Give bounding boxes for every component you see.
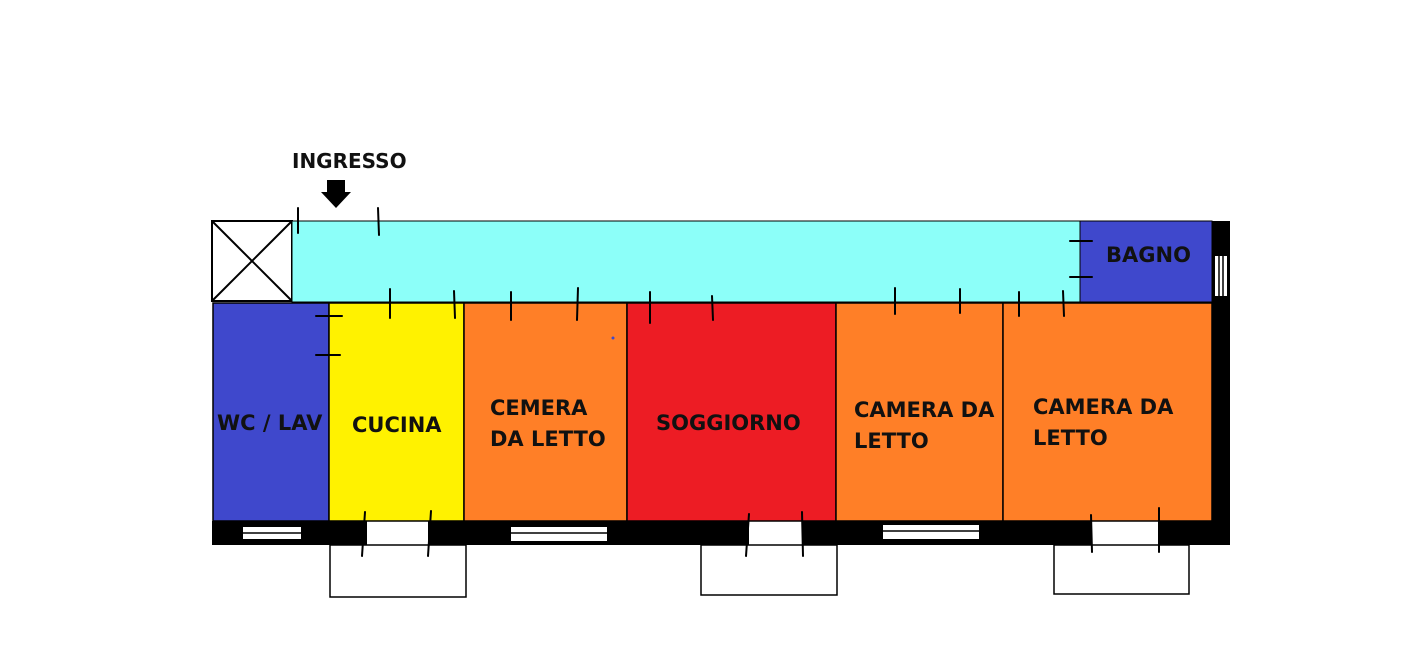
entrance-label: INGRESSO	[292, 149, 407, 173]
camera1-label-line1: CEMERA	[490, 396, 588, 420]
stray-dot	[611, 336, 615, 340]
x-box-icon	[211, 220, 293, 302]
cucina-room	[328, 302, 465, 522]
balcony-soggiorno	[700, 544, 838, 596]
camera1-label-line2: DA LETTO	[490, 427, 606, 451]
camera2-label-line1: CAMERA DA	[854, 398, 995, 422]
window-wc	[243, 527, 301, 539]
window-camera2	[883, 525, 979, 539]
camera2-label-line2: LETTO	[854, 429, 929, 453]
right-wall	[1212, 221, 1230, 545]
window-camera1	[511, 527, 607, 541]
bagno-label: BAGNO	[1106, 243, 1191, 267]
balcony-cucina	[329, 544, 467, 598]
camera3-room	[1002, 302, 1213, 522]
wc-label: WC / LAV	[217, 411, 323, 435]
corridor-room	[291, 220, 1081, 303]
balcony-camera3	[1053, 544, 1190, 595]
camera1-room	[463, 302, 628, 522]
door-marks	[297, 207, 1160, 557]
cucina-label: CUCINA	[352, 413, 442, 437]
camera3-label-line1: CAMERA DA	[1033, 395, 1174, 419]
camera3-label-line2: LETTO	[1033, 426, 1108, 450]
right-window	[1215, 256, 1227, 296]
camera2-room	[835, 302, 1004, 522]
bagno-room	[1079, 220, 1213, 303]
soggiorno-label: SOGGIORNO	[656, 411, 801, 435]
arrow-down-icon	[321, 180, 351, 208]
wc-room	[212, 302, 330, 522]
